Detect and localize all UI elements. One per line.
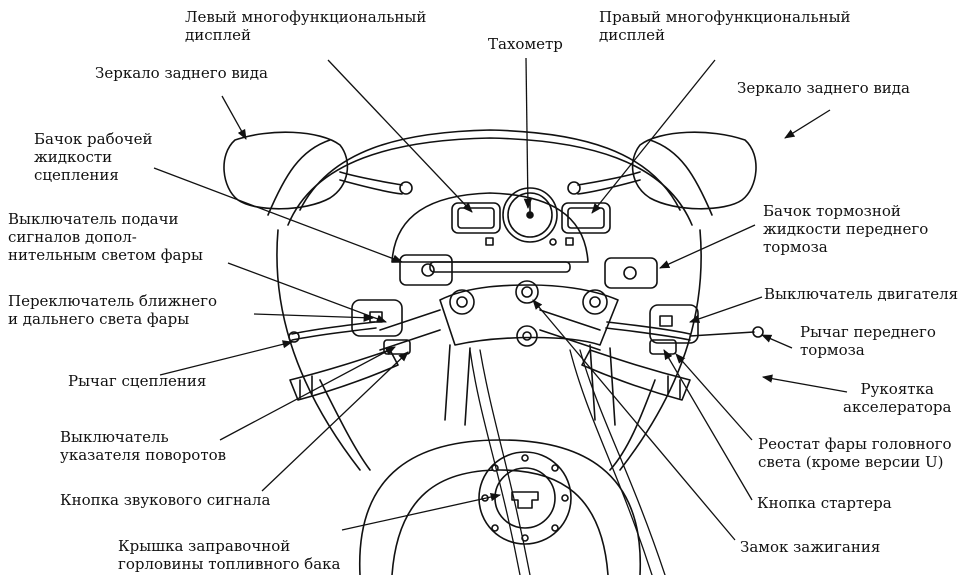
label-starter-button: Кнопка стартера [757, 494, 892, 512]
label-tachometer: Тахометр [488, 35, 563, 53]
label-turn-signal-switch: Выключатель указателя поворотов [60, 428, 226, 464]
label-mirror-left: Зеркало заднего вида [95, 64, 268, 82]
clutch-reservoir [400, 255, 452, 285]
clutch-lever [289, 322, 376, 342]
left-switch-housing [352, 300, 410, 354]
cables [470, 350, 665, 575]
label-horn-button: Кнопка звукового сигнала [60, 491, 270, 509]
label-ignition-switch: Замок зажигания [740, 538, 880, 556]
label-passing-switch: Выключатель подачи сигналов допол- нител… [8, 210, 203, 264]
label-clutch-lever: Рычаг сцепления [68, 372, 206, 390]
label-left-display: Левый многофункциональный дисплей [185, 8, 426, 44]
label-mirror-right: Зеркало заднего вида [737, 79, 910, 97]
label-brake-reservoir: Бачок тормозной жидкости переднего тормо… [763, 202, 928, 256]
label-engine-stop-switch: Выключатель двигателя [764, 285, 958, 303]
windscreen [268, 130, 712, 225]
brake-reservoir [605, 258, 657, 288]
label-clutch-reservoir: Бачок рабочей жидкости сцепления [34, 130, 152, 184]
fairing [277, 230, 701, 470]
front-brake-lever [606, 322, 763, 340]
triple-clamp [440, 281, 618, 346]
label-throttle-grip: Рукоятка акселератора [843, 380, 951, 416]
label-headlight-rheostat: Реостат фары головного света (кроме верс… [758, 435, 952, 471]
label-right-display: Правый многофункциональный дисплей [599, 8, 851, 44]
right-switch-housing [650, 305, 698, 354]
label-fuel-cap: Крышка заправочной горловины топливного … [118, 537, 340, 573]
instrument-panel [392, 188, 610, 272]
label-front-brake-lever: Рычаг переднего тормоза [800, 323, 936, 359]
label-dimmer-switch: Переключатель ближнего и дальнего света … [8, 292, 217, 328]
